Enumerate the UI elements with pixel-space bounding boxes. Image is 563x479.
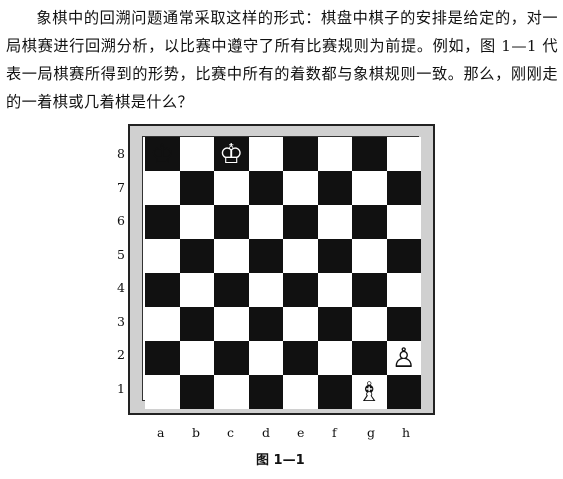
- square-e7: [283, 171, 318, 205]
- square-h4: [386, 273, 421, 307]
- square-f1: [317, 375, 352, 409]
- square-b6: [179, 205, 214, 239]
- rank-label: 5: [117, 246, 125, 262]
- rank-label: 3: [117, 313, 125, 329]
- white-pawn-icon: ♙: [391, 342, 416, 374]
- square-d1: [248, 375, 283, 409]
- square-g5: [352, 239, 387, 273]
- rank-label: 6: [117, 213, 125, 228]
- square-f2: [317, 341, 352, 375]
- file-label: c: [227, 425, 235, 440]
- rank-label: 2: [117, 347, 125, 362]
- square-e1: [283, 375, 318, 409]
- square-a2: [145, 341, 180, 375]
- square-f7: [317, 171, 352, 205]
- square-d6: [248, 205, 283, 239]
- square-e5: [283, 239, 318, 273]
- white-king-icon: ♔: [219, 138, 244, 170]
- square-h2: ♙: [386, 341, 421, 375]
- square-b7: [179, 171, 214, 205]
- file-label: b: [192, 425, 201, 440]
- square-e4: [283, 273, 318, 307]
- square-b4: [179, 273, 214, 307]
- file-label: f: [332, 425, 337, 440]
- square-h1: [386, 375, 421, 409]
- square-d2: [248, 341, 283, 375]
- rank-label: 7: [117, 179, 125, 195]
- square-d3: [248, 307, 283, 341]
- square-c6: [214, 205, 249, 239]
- square-a3: [145, 307, 180, 341]
- square-h3: [386, 307, 421, 341]
- square-g1: ♗: [352, 375, 387, 409]
- square-c1: [214, 375, 249, 409]
- square-d4: [248, 273, 283, 307]
- square-g2: [352, 341, 387, 375]
- file-label: d: [262, 425, 271, 440]
- square-g4: [352, 273, 387, 307]
- square-c8: ♔: [214, 137, 249, 171]
- square-d8: [248, 137, 283, 171]
- square-a8: ♚: [145, 137, 180, 171]
- rank-label: 4: [117, 280, 125, 295]
- square-d5: [248, 239, 283, 273]
- square-e8: [283, 137, 318, 171]
- square-g8: [352, 137, 387, 171]
- square-f3: [317, 307, 352, 341]
- figure-caption: 图 1—1: [256, 453, 305, 468]
- square-e2: [283, 341, 318, 375]
- square-e3: [283, 307, 318, 341]
- square-h8: [386, 137, 421, 171]
- square-f8: [317, 137, 352, 171]
- square-c5: [214, 239, 249, 273]
- file-label: a: [157, 425, 165, 440]
- black-king-icon: ♚: [150, 138, 175, 170]
- white-bishop-icon: ♗: [357, 376, 382, 408]
- square-a4: [145, 273, 180, 307]
- square-f6: [317, 205, 352, 239]
- square-b2: [179, 341, 214, 375]
- square-f4: [317, 273, 352, 307]
- square-d7: [248, 171, 283, 205]
- rank-label: 1: [117, 380, 125, 396]
- square-b5: [179, 239, 214, 273]
- square-g3: [352, 307, 387, 341]
- chess-board: ♚ ♔ ♙ ♗: [145, 137, 421, 409]
- square-c3: [214, 307, 249, 341]
- square-g6: [352, 205, 387, 239]
- square-h5: [386, 239, 421, 273]
- square-a1: [145, 375, 180, 409]
- square-b1: [179, 375, 214, 409]
- square-c4: [214, 273, 249, 307]
- square-h7: [386, 171, 421, 205]
- file-label: e: [297, 425, 305, 440]
- square-c7: [214, 171, 249, 205]
- file-label: h: [402, 425, 411, 440]
- square-h6: [386, 205, 421, 239]
- rank-label: 8: [117, 146, 125, 161]
- square-f5: [317, 239, 352, 273]
- problem-paragraph: 象棋中的回溯问题通常采取这样的形式：棋盘中棋子的安排是给定的，对一局棋赛进行回溯…: [6, 9, 558, 111]
- square-a6: [145, 205, 180, 239]
- square-b3: [179, 307, 214, 341]
- square-c2: [214, 341, 249, 375]
- square-e6: [283, 205, 318, 239]
- square-b8: [179, 137, 214, 171]
- square-a7: [145, 171, 180, 205]
- file-label: g: [367, 425, 376, 440]
- square-a5: [145, 239, 180, 273]
- square-g7: [352, 171, 387, 205]
